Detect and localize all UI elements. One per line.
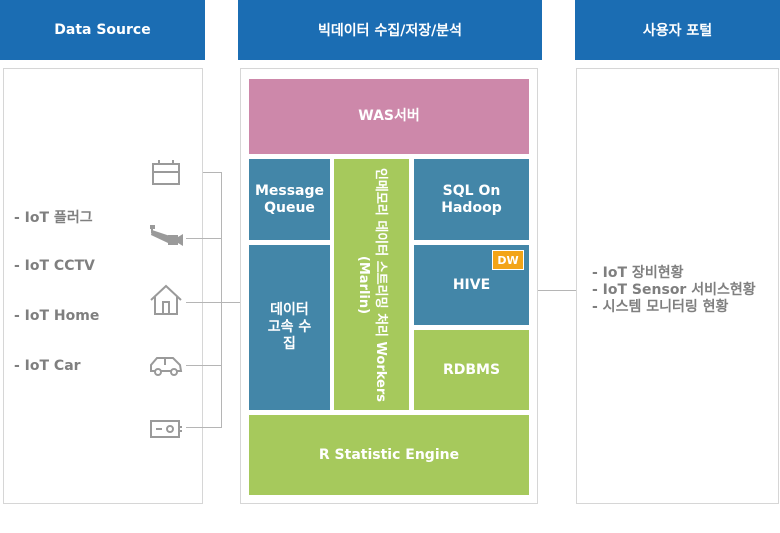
- portal-panel: [576, 68, 779, 504]
- connector-line: [186, 302, 240, 303]
- r-statistic-engine-box: R Statistic Engine: [249, 415, 529, 495]
- header-portal: 사용자 포털: [575, 0, 780, 60]
- connector-line: [186, 238, 222, 239]
- connector-line: [203, 172, 222, 173]
- source-item-cctv: - IoT CCTV: [14, 258, 95, 274]
- data-collect-box: 데이터 고속 수집: [249, 245, 330, 410]
- source-item-home: - IoT Home: [14, 308, 100, 324]
- plug-icon: [148, 157, 184, 189]
- device-icon: [148, 413, 184, 445]
- portal-item-monitoring: - 시스템 모니터링 현황: [592, 299, 729, 315]
- home-icon: [148, 284, 184, 316]
- cctv-icon: [148, 221, 184, 253]
- dw-badge: DW: [492, 250, 524, 270]
- connector-vertical: [221, 172, 222, 428]
- rdbms-box: RDBMS: [414, 330, 529, 410]
- connector-line: [186, 427, 222, 428]
- portal-item-sensor: - IoT Sensor 서비스현황: [592, 282, 756, 298]
- portal-item-devices: - IoT 장비현황: [592, 265, 684, 281]
- inmemory-workers-label: 인메모리 데이터 스트리밍 처리 Workers (Marlin): [355, 167, 388, 402]
- source-item-car: - IoT Car: [14, 358, 81, 374]
- connector-line: [186, 365, 222, 366]
- was-server-box: WAS서버: [249, 79, 529, 154]
- source-item-plug: - IoT 플러그: [14, 210, 93, 226]
- message-queue-box: Message Queue: [249, 159, 330, 240]
- car-icon: [148, 349, 184, 381]
- header-bigdata: 빅데이터 수집/저장/분석: [238, 0, 542, 60]
- portal-connector: [538, 290, 576, 291]
- portal-list: - IoT 장비현황 - IoT Sensor 서비스현황 - 시스템 모니터링…: [592, 265, 756, 316]
- sql-on-hadoop-box: SQL On Hadoop: [414, 159, 529, 240]
- header-data-source: Data Source: [0, 0, 205, 60]
- inmemory-workers-box: 인메모리 데이터 스트리밍 처리 Workers (Marlin): [334, 159, 409, 410]
